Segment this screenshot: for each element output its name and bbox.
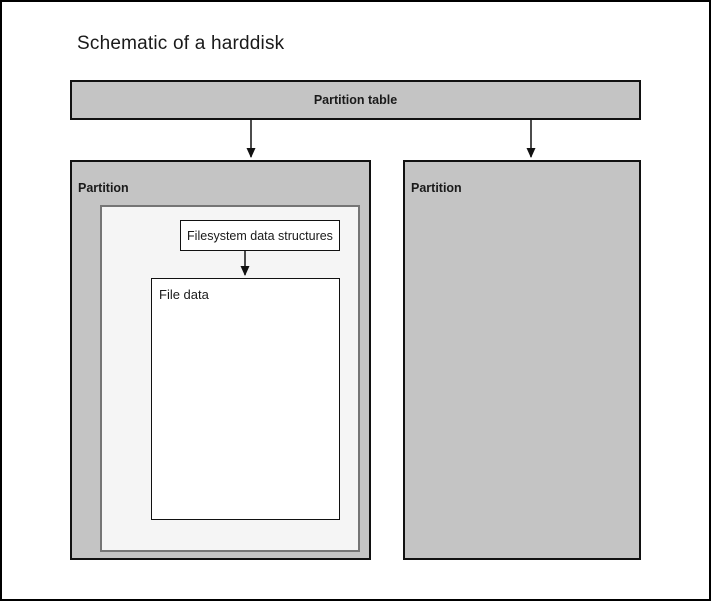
filesystem-area-box: Filesystem data structures File data	[100, 205, 360, 552]
file-data-box: File data	[151, 278, 340, 520]
partition-left-box: Partition Filesystem data structures Fil…	[70, 160, 371, 560]
filesystem-data-structures-label: Filesystem data structures	[187, 228, 333, 243]
partition-table-label: Partition table	[313, 92, 398, 107]
partition-right-box: Partition	[403, 160, 641, 560]
partition-right-label: Partition	[411, 181, 462, 195]
filesystem-data-structures-box: Filesystem data structures	[180, 220, 340, 251]
partition-left-label: Partition	[78, 181, 129, 195]
page-title: Schematic of a harddisk	[77, 33, 285, 54]
partition-table-box: Partition table	[70, 80, 641, 120]
file-data-label: File data	[159, 287, 209, 302]
